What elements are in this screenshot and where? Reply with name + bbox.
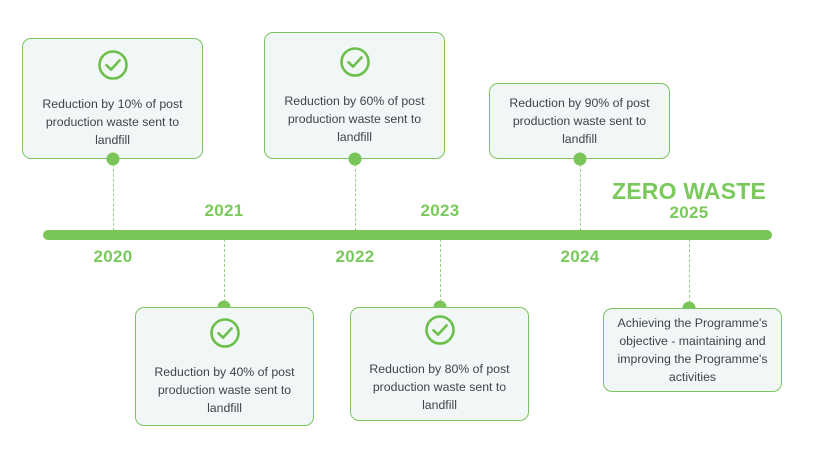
connector-line-2022: [355, 159, 357, 231]
year-label-2020: 2020: [93, 247, 133, 266]
zero-waste-heading: ZERO WASTE: [611, 178, 767, 204]
milestone-card-2020: Reduction by 10% of post production wast…: [22, 38, 203, 159]
connector-dot-2022: [348, 152, 362, 166]
connector-line-2023: [440, 239, 442, 307]
connector-line-2020: [113, 159, 115, 231]
milestone-card-2025: Achieving the Programme's objective - ma…: [603, 308, 782, 392]
milestone-card-2024: Reduction by 90% of post production wast…: [489, 83, 670, 159]
timeline-bar: [43, 230, 772, 240]
year-label-2022: 2022: [335, 247, 375, 266]
milestone-text: Reduction by 80% of post production wast…: [369, 362, 510, 412]
check-circle-icon: [97, 49, 129, 86]
connector-line-2021: [224, 239, 226, 307]
year-label-2023: 2023: [420, 201, 460, 220]
check-circle-icon: [424, 314, 456, 351]
year-label-2021: 2021: [204, 201, 244, 220]
milestone-card-2022: Reduction by 60% of post production wast…: [264, 32, 445, 159]
connector-line-2025: [689, 239, 691, 308]
milestone-text: Reduction by 60% of post production wast…: [284, 93, 425, 144]
milestone-text: Reduction by 10% of post production wast…: [42, 96, 183, 147]
milestone-text: Reduction by 90% of post production wast…: [509, 96, 650, 146]
connector-dot-2020: [106, 152, 120, 166]
milestone-text: Reduction by 40% of post production wast…: [154, 364, 295, 415]
milestone-card-2021: Reduction by 40% of post production wast…: [135, 307, 314, 426]
connector-line-2024: [580, 159, 582, 231]
year-label-2024: 2024: [560, 247, 600, 266]
milestone-text: Achieving the Programme's objective - ma…: [617, 316, 768, 384]
milestone-card-2023: Reduction by 80% of post production wast…: [350, 307, 529, 421]
connector-dot-2024: [573, 152, 587, 166]
check-circle-icon: [339, 46, 371, 83]
check-circle-icon: [209, 317, 241, 354]
year-label-2025: 2025: [669, 203, 709, 222]
